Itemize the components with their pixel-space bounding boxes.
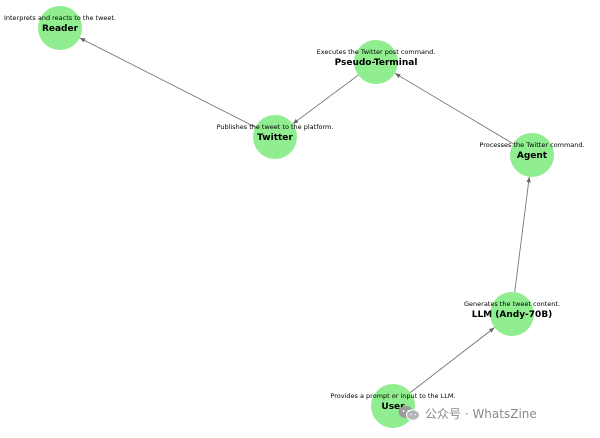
node-label: Reader <box>42 24 79 34</box>
node-label: LLM (Andy-70B) <box>472 310 553 320</box>
node-label: Agent <box>517 151 548 161</box>
node-agent: Processes the Twitter command. Agent <box>479 133 585 177</box>
edges <box>79 37 531 393</box>
node-label: Twitter <box>257 133 293 143</box>
node-description: Publishes the tweet to the platform. <box>217 123 334 131</box>
node-label: Pseudo-Terminal <box>335 58 418 68</box>
edge-llm-to-agent <box>514 176 531 293</box>
edge-agent-to-pseudo_terminal <box>394 72 514 145</box>
node-pseudo_terminal: Executes the Twitter post command. Pseudo… <box>317 40 436 84</box>
node-description: Generates the tweet content. <box>464 300 560 308</box>
nodes: Interprets and reacts to the tweet. Reade… <box>4 6 585 428</box>
watermark-text: 公众号 · WhatsZine <box>425 406 537 421</box>
edge-twitter-to-reader <box>79 37 256 128</box>
node-circle <box>38 6 82 50</box>
node-circle <box>354 40 398 84</box>
edge-user-to-llm <box>410 327 495 393</box>
node-description: Processes the Twitter command. <box>479 141 584 149</box>
node-description: Executes the Twitter post command. <box>317 48 436 56</box>
wechat-icon <box>398 405 420 421</box>
node-reader: Interprets and reacts to the tweet. Reade… <box>4 6 116 50</box>
node-twitter: Publishes the tweet to the platform. Twit… <box>217 115 334 159</box>
watermark: 公众号 · WhatsZine <box>398 403 537 423</box>
node-circle <box>510 133 554 177</box>
node-description: Provides a prompt or input to the LLM. <box>330 392 455 400</box>
node-circle <box>253 115 297 159</box>
node-label: User <box>381 402 405 412</box>
node-llm: Generates the tweet content. LLM (Andy-70… <box>464 292 560 336</box>
node-description: Interprets and reacts to the tweet. <box>4 14 116 22</box>
edge-pseudo_terminal-to-twitter <box>292 74 359 125</box>
node-circle <box>490 292 534 336</box>
